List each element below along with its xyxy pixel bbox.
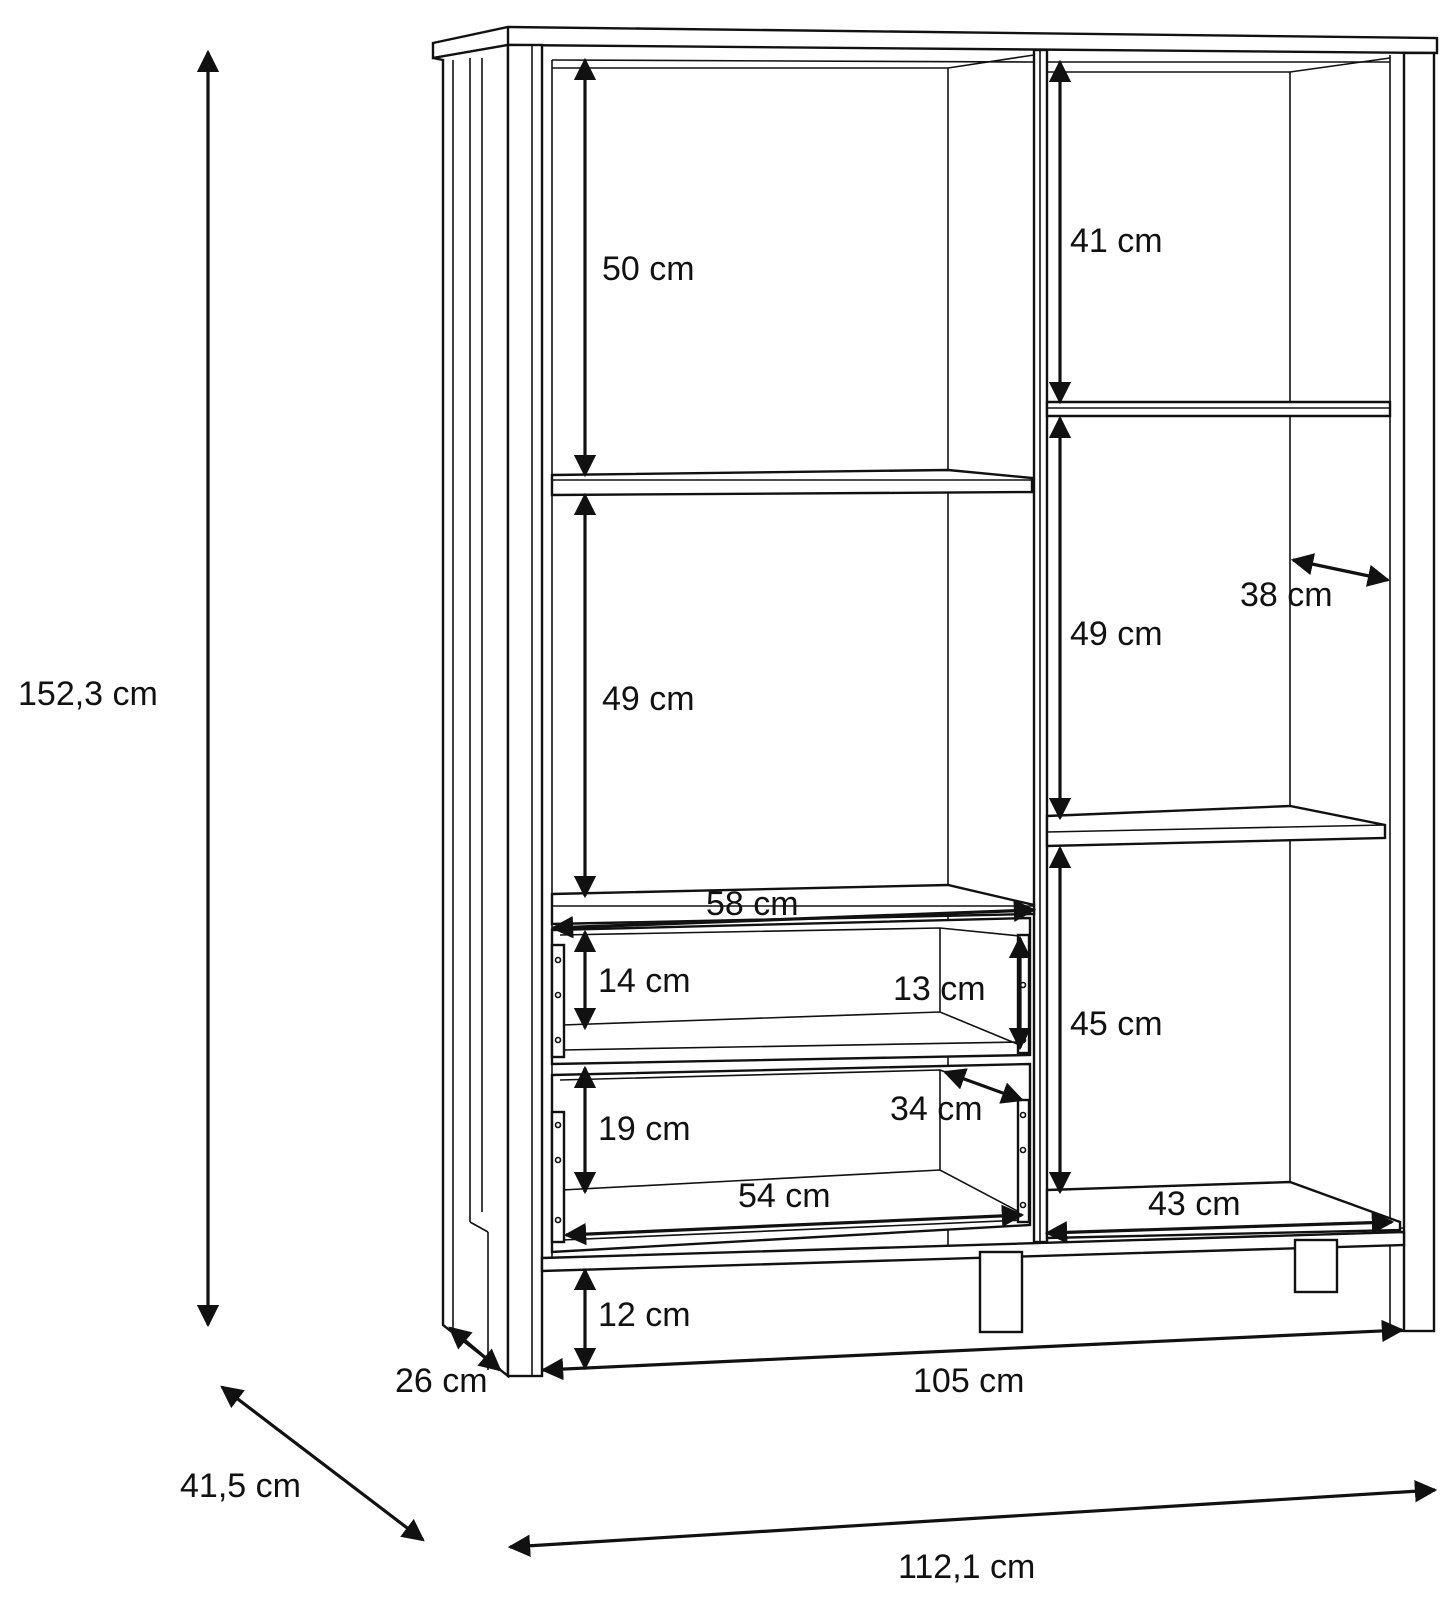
overall-height-label: 152,3 cm: [18, 675, 158, 713]
right-shelf-2: [1045, 804, 1387, 848]
right-shelf-depth-label: 38 cm: [1240, 576, 1333, 614]
right-bottom-width-arrow: [1044, 1211, 1395, 1244]
lower-drawer-width-arrow: [563, 1204, 1025, 1246]
front-right-post: [1402, 51, 1436, 1333]
lower-drawer-depth-arrow: [942, 1068, 1025, 1104]
drawer-front-width-arrow: [550, 899, 1037, 939]
front-left-post: [506, 43, 544, 1378]
left-top-label: 50 cm: [602, 250, 695, 288]
back-leg-right: [1293, 1238, 1339, 1294]
top-board: [431, 25, 1439, 60]
leg-height-label: 12 cm: [598, 1296, 691, 1334]
lower-drawer-width-label: 54 cm: [738, 1177, 831, 1215]
overall-width-label: 112,1 cm: [898, 1548, 1035, 1586]
right-shelf-1: [1045, 400, 1392, 418]
inner-width-arrow: [540, 1319, 1405, 1381]
right-middle-label: 49 cm: [1070, 615, 1163, 653]
lower-drawer-depth-label: 34 cm: [890, 1090, 983, 1128]
back-leg-left: [978, 1250, 1024, 1334]
right-bottom-height-label: 45 cm: [1070, 1005, 1163, 1043]
upper-drawer-inner-label: 13 cm: [893, 970, 986, 1008]
right-shelf-depth-arrow: [1290, 553, 1391, 587]
side-depth-label: 26 cm: [395, 1362, 488, 1400]
side-depth-arrow: [448, 1326, 502, 1372]
overall-depth-arrow: [220, 1385, 425, 1542]
left-shelf-1: [550, 468, 1034, 497]
right-top-label: 41 cm: [1070, 222, 1163, 260]
overall-width-arrow: [507, 1480, 1438, 1557]
drawer-front-width-label: 58 cm: [706, 885, 799, 923]
overall-depth-label: 41,5 cm: [180, 1467, 301, 1505]
right-bottom-width-label: 43 cm: [1148, 1185, 1241, 1223]
lower-drawer-height-label: 19 cm: [598, 1110, 691, 1148]
inner-width-label: 105 cm: [913, 1362, 1025, 1400]
left-middle-label: 49 cm: [602, 680, 695, 718]
upper-drawer-height-label: 14 cm: [598, 962, 691, 1000]
